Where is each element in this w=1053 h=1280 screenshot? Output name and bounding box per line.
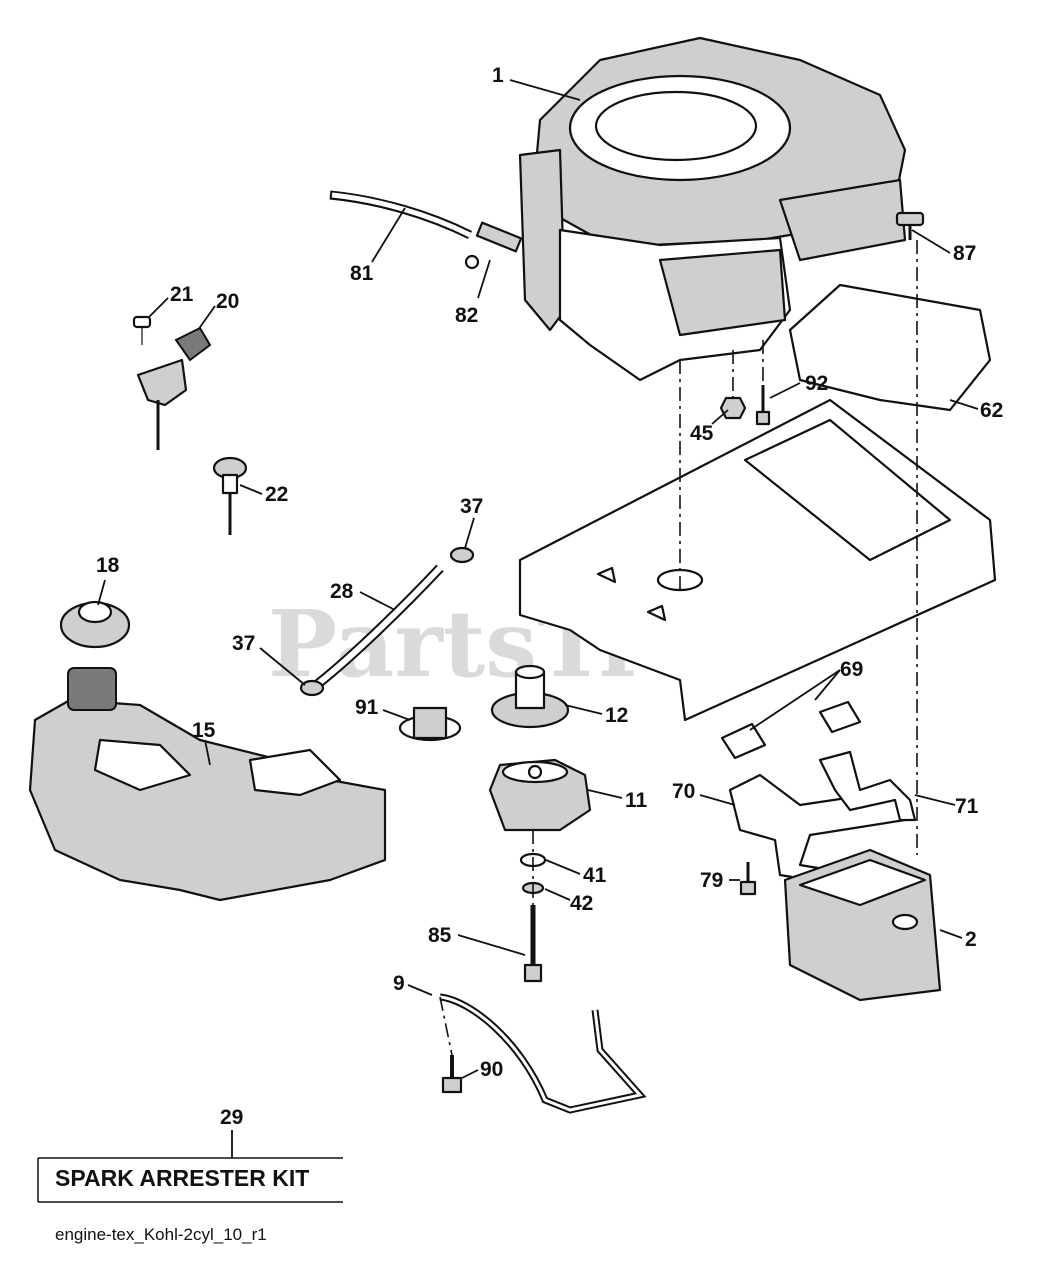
muffler-screw[interactable]	[739, 862, 757, 896]
engine-part[interactable]	[518, 36, 907, 382]
callout-91[interactable]: 91	[355, 696, 379, 719]
callout-11[interactable]: 11	[625, 789, 648, 812]
pulley[interactable]	[490, 664, 570, 729]
frame-plate	[518, 398, 997, 722]
callout-29[interactable]: 29	[220, 1106, 243, 1129]
callout-71[interactable]: 71	[955, 795, 979, 818]
callout-85[interactable]: 85	[428, 924, 452, 947]
spark-arrester-kit-box[interactable]: SPARK ARRESTER KIT	[37, 1157, 343, 1203]
callout-42[interactable]: 42	[570, 892, 593, 915]
callout-2[interactable]: 2	[965, 928, 977, 951]
callout-62[interactable]: 62	[980, 399, 1003, 422]
hose-clamp-lower[interactable]	[299, 679, 325, 697]
callout-22[interactable]: 22	[265, 483, 288, 506]
callout-18[interactable]: 18	[96, 554, 120, 577]
gear-screw[interactable]	[895, 211, 925, 240]
callout-92[interactable]: 92	[805, 372, 828, 395]
nut[interactable]	[719, 396, 747, 420]
callout-28[interactable]: 28	[330, 580, 354, 603]
clutch-cable[interactable]	[439, 993, 647, 1114]
hose-clamp-upper[interactable]	[449, 546, 475, 564]
callout-41[interactable]: 41	[583, 864, 607, 887]
heat-shield	[788, 283, 992, 412]
callout-21[interactable]: 21	[170, 283, 194, 306]
callout-90[interactable]: 90	[480, 1058, 503, 1081]
callout-1[interactable]: 1	[492, 64, 504, 87]
diagram-reference: engine-tex_Kohl-2cyl_10_r1	[55, 1225, 267, 1244]
callout-87[interactable]: 87	[953, 242, 976, 265]
callout-37-lower[interactable]: 37	[232, 632, 255, 655]
callout-12[interactable]: 12	[605, 704, 628, 727]
fuel-cap[interactable]	[59, 600, 131, 649]
callout-15[interactable]: 15	[192, 719, 216, 742]
callout-70[interactable]: 70	[672, 780, 695, 803]
callout-81[interactable]: 81	[350, 262, 374, 285]
callout-79[interactable]: 79	[700, 869, 723, 892]
throttle-control[interactable]	[132, 315, 212, 450]
bushing[interactable]	[398, 706, 462, 742]
spark-arrester-kit-label: SPARK ARRESTER KIT	[55, 1165, 309, 1191]
exhaust-manifold[interactable]	[728, 750, 917, 882]
cable-bolt[interactable]	[441, 1055, 463, 1094]
exhaust-gaskets[interactable]	[720, 700, 862, 760]
assembly-centerlines	[439, 240, 918, 1056]
choke-knob[interactable]	[212, 456, 248, 535]
muffler[interactable]	[783, 848, 942, 1002]
leader-lines	[97, 79, 979, 1158]
fuel-tank[interactable]	[28, 667, 387, 902]
callout-45[interactable]: 45	[690, 422, 714, 445]
callout-69[interactable]: 69	[840, 658, 863, 681]
fuel-filter[interactable]	[464, 221, 523, 270]
callout-82[interactable]: 82	[455, 304, 478, 327]
callout-20[interactable]: 20	[216, 290, 239, 313]
callout-37-upper[interactable]: 37	[460, 495, 483, 518]
callout-9[interactable]: 9	[393, 972, 405, 995]
electric-clutch[interactable]	[488, 758, 592, 832]
